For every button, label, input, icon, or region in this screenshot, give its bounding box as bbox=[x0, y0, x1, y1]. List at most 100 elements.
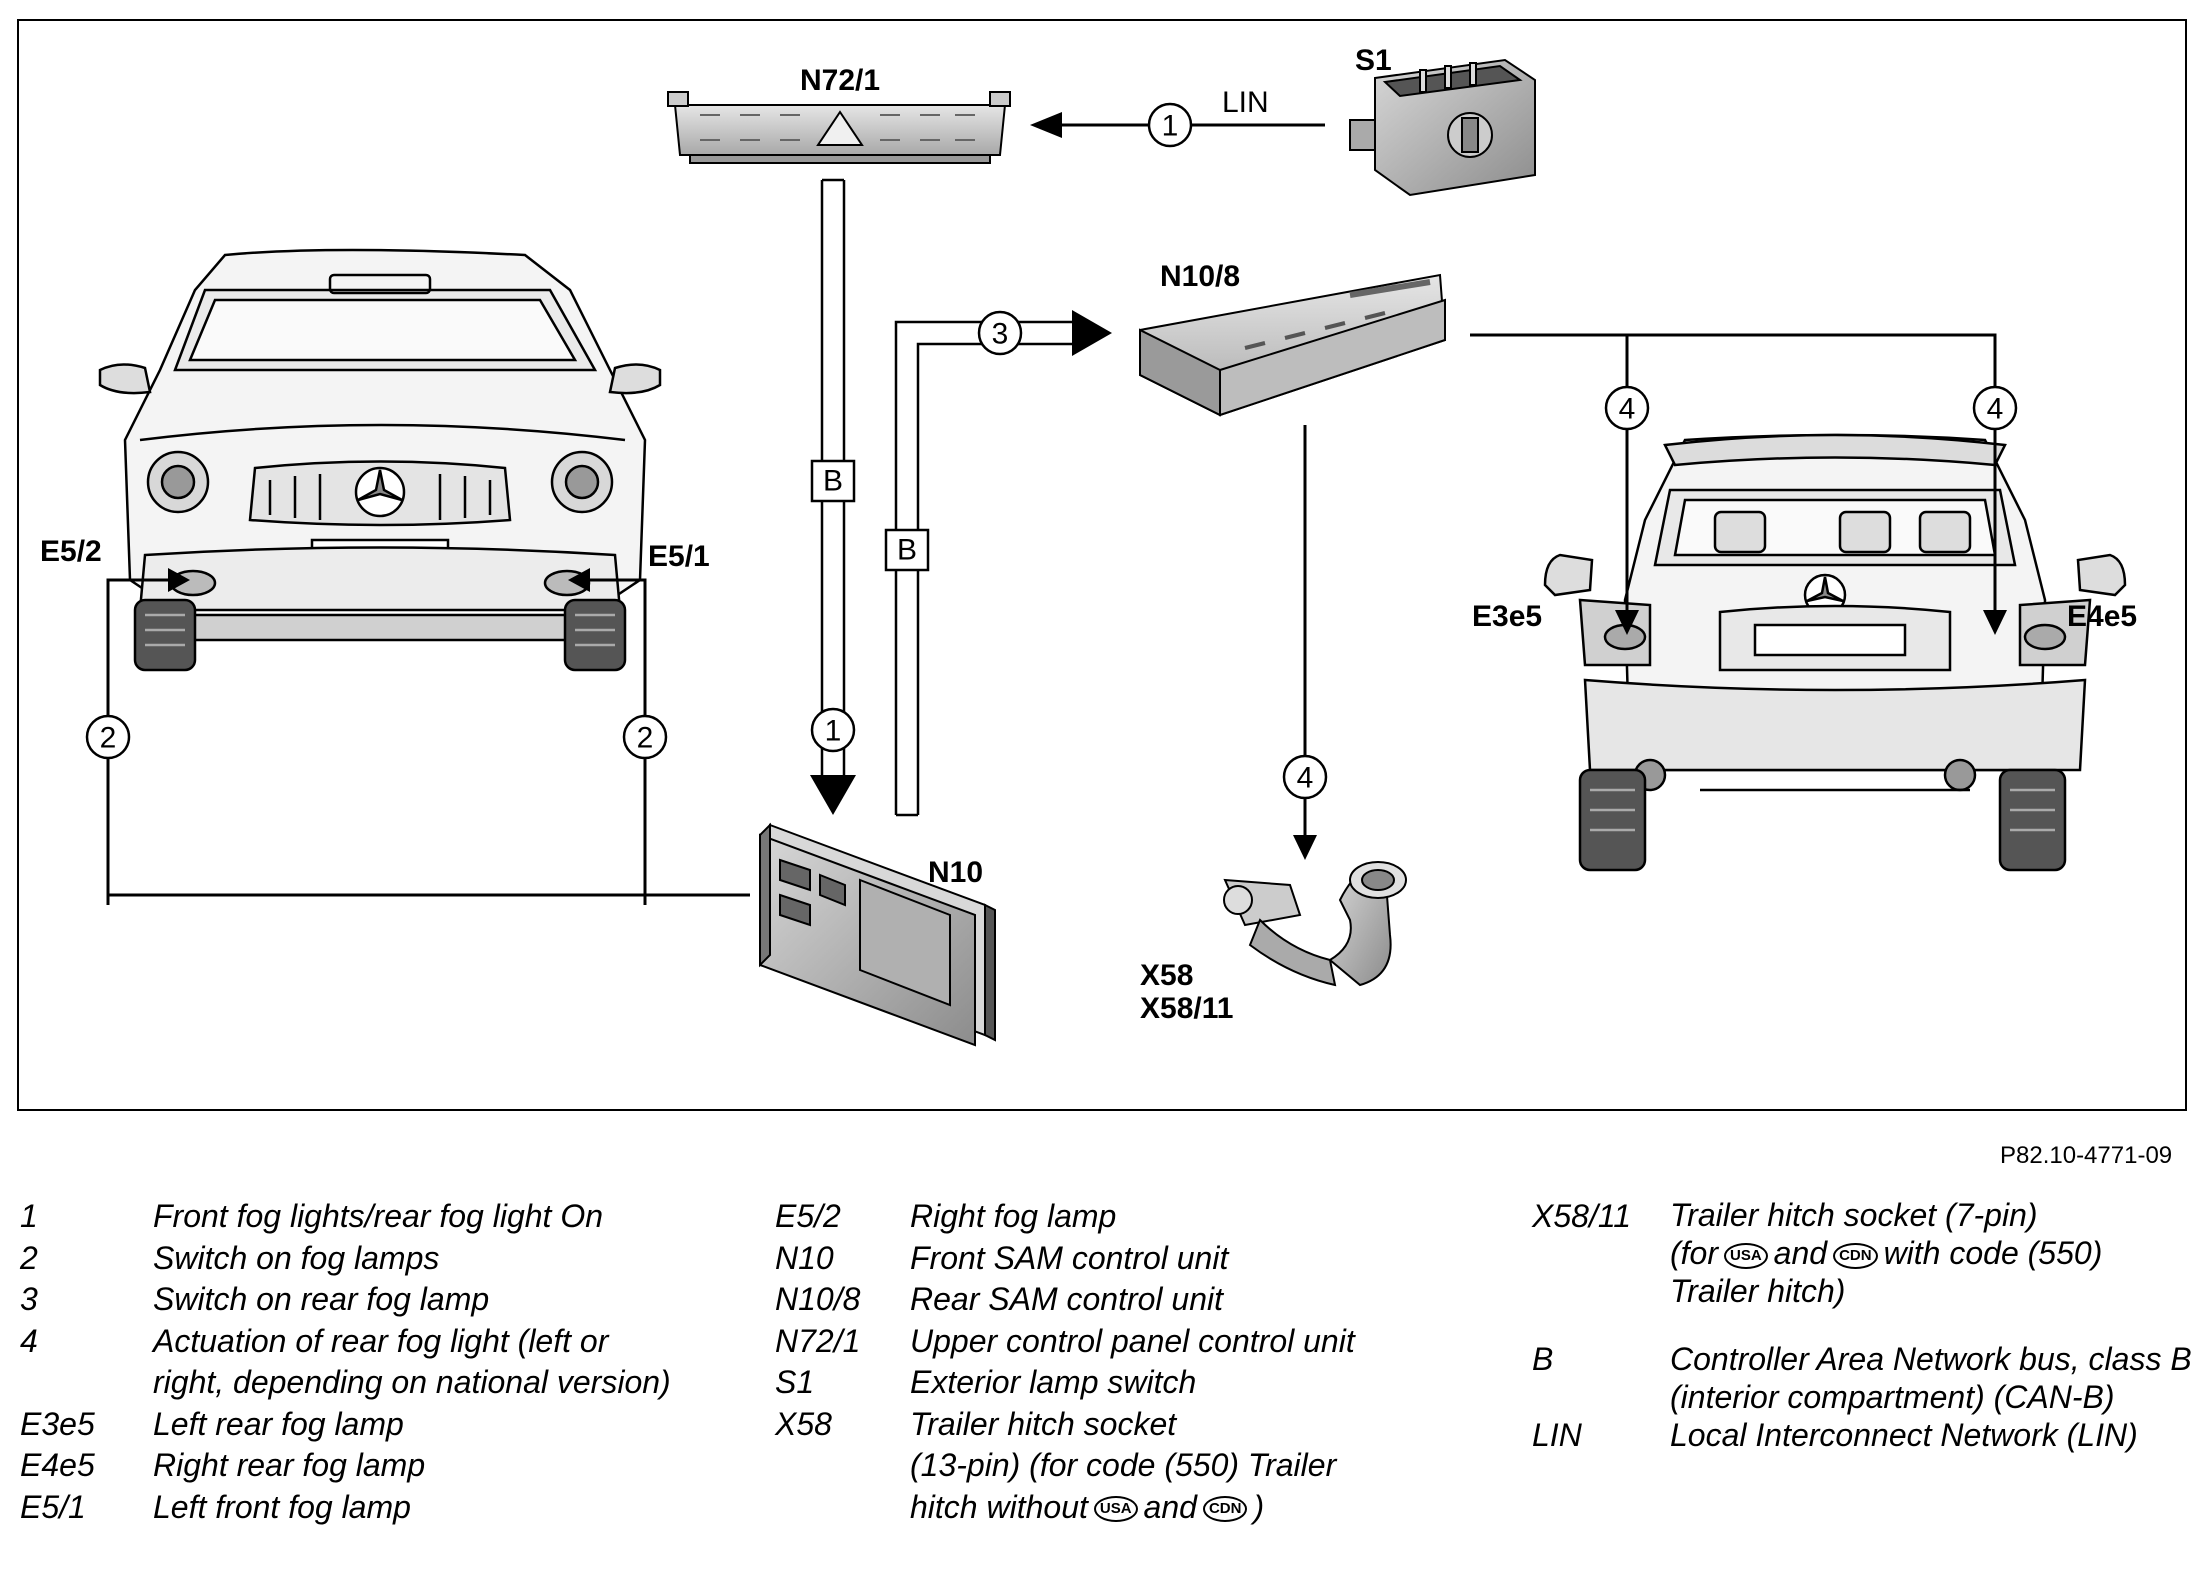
legend-text: Rear SAM control unit bbox=[910, 1281, 1224, 1317]
legend-text-line: ) bbox=[1253, 1488, 1265, 1525]
bus-b-label-1: B bbox=[823, 465, 843, 498]
circle-2-left bbox=[85, 714, 131, 760]
figure-reference: P82.10-4771-09 bbox=[2000, 1142, 2173, 1169]
legend-text: Front SAM control unit bbox=[910, 1239, 1229, 1276]
arrowheads bbox=[168, 112, 2007, 860]
legend-key: E3e5 bbox=[20, 1405, 95, 1442]
legend-text: Front fog lights/rear fog light On bbox=[153, 1198, 603, 1234]
legend-text-line: hitch without bbox=[910, 1488, 1088, 1525]
legend-item: E3e5 Left rear fog lamp bbox=[20, 1404, 680, 1446]
legend-key: E5/2 bbox=[775, 1198, 841, 1234]
label-lin: LIN bbox=[1222, 86, 1269, 119]
bus-arrow-to-n10-8 bbox=[1072, 310, 1112, 356]
label-n72-1: N72/1 bbox=[800, 64, 880, 97]
bus-arrow-to-n10 bbox=[810, 775, 856, 815]
legend-key: X58/11 bbox=[1532, 1198, 1632, 1234]
num-4-x58: 4 bbox=[1297, 762, 1314, 795]
num-1-lin: 1 bbox=[1162, 110, 1179, 143]
n10-module-illustration bbox=[759, 822, 996, 1047]
legend-key: E5/1 bbox=[20, 1488, 86, 1525]
circle-2-right bbox=[622, 714, 668, 760]
rear-car-illustration bbox=[1543, 433, 2127, 872]
legend-text: Left front fog lamp bbox=[153, 1488, 411, 1525]
legend-column-3: X58/11 Trailer hitch socket (7-pin) (for… bbox=[1532, 1196, 2197, 1454]
label-e5-2: E5/2 bbox=[40, 535, 102, 568]
legend-item: N10/8 Rear SAM control unit bbox=[775, 1279, 1495, 1321]
legend-item: E4e5 Right rear fog lamp bbox=[20, 1445, 680, 1487]
n10-8-module-illustration bbox=[1139, 273, 1447, 417]
circle-4-x58 bbox=[1282, 754, 1328, 800]
s1-switch-illustration bbox=[1349, 58, 1536, 197]
legend-key: 2 bbox=[20, 1239, 38, 1276]
legend-text: Trailer hitch socket (13-pin) (for code … bbox=[910, 1404, 1495, 1529]
legend-key: E4e5 bbox=[20, 1447, 95, 1483]
num-2-right: 2 bbox=[637, 722, 654, 755]
legend-text-line: (13-pin) (for code (550) Trailer bbox=[910, 1447, 1337, 1483]
legend-key: B bbox=[1532, 1341, 1554, 1377]
legend-text: Switch on fog lamps bbox=[153, 1239, 440, 1276]
n72-1-control-panel-illustration bbox=[667, 91, 1011, 164]
legend-text-line: Trailer hitch socket bbox=[910, 1405, 1177, 1442]
label-e3e5: E3e5 bbox=[1472, 600, 1542, 633]
legend-text-line: Trailer hitch) bbox=[1670, 1273, 1846, 1309]
bus-b-label-2: B bbox=[897, 534, 917, 567]
legend-text: Exterior lamp switch bbox=[910, 1364, 1197, 1400]
label-x58-11: X58/11 bbox=[1140, 992, 1233, 1025]
legend-text: Controller Area Network bus, class B (in… bbox=[1670, 1341, 2192, 1415]
circle-3 bbox=[977, 310, 1023, 356]
usa-badge-icon: USA bbox=[1093, 1496, 1138, 1523]
legend-text: Right fog lamp bbox=[910, 1198, 1117, 1234]
legend-column-2: E5/2 Right fog lamp N10 Front SAM control … bbox=[775, 1196, 1495, 1528]
legend-text-line: (for bbox=[1670, 1235, 1718, 1271]
num-4-left: 4 bbox=[1619, 393, 1636, 426]
legend-item: N10 Front SAM control unit bbox=[775, 1238, 1495, 1280]
legend-key: N72/1 bbox=[775, 1322, 861, 1359]
circle-1-lin bbox=[1147, 102, 1193, 148]
legend-text: Upper control panel control unit bbox=[910, 1322, 1355, 1359]
legend-item: X58/11 Trailer hitch socket (7-pin) (for… bbox=[1532, 1196, 2197, 1310]
legend-text-line: with code (550) bbox=[1883, 1235, 2103, 1271]
legend-item: E5/2 Right fog lamp bbox=[775, 1196, 1495, 1238]
cdn-badge-icon: CDN bbox=[1833, 1242, 1878, 1269]
label-n10-8: N10/8 bbox=[1160, 260, 1240, 293]
legend-text: Switch on rear fog lamp bbox=[153, 1281, 490, 1317]
legend-text: Right rear fog lamp bbox=[153, 1447, 426, 1483]
legend-item: 2 Switch on fog lamps bbox=[20, 1238, 680, 1280]
legend-text-line: Trailer hitch socket (7-pin) bbox=[1670, 1197, 2038, 1233]
label-e5-1: E5/1 bbox=[648, 540, 710, 573]
circle-4-right bbox=[1972, 385, 2018, 431]
label-x58: X58 bbox=[1140, 959, 1193, 992]
num-2-left: 2 bbox=[100, 722, 117, 755]
legend-key: 3 bbox=[20, 1281, 38, 1317]
num-3: 3 bbox=[992, 318, 1009, 351]
num-4-right: 4 bbox=[1987, 393, 2004, 426]
legend-text-line: and bbox=[1143, 1488, 1197, 1525]
label-s1: S1 bbox=[1355, 44, 1392, 77]
label-n10: N10 bbox=[928, 856, 983, 889]
legend-key: N10 bbox=[775, 1239, 834, 1276]
legend-item: B Controller Area Network bus, class B (i… bbox=[1532, 1340, 2197, 1416]
legend-text-line: and bbox=[1773, 1235, 1828, 1271]
legend-item: 1 Front fog lights/rear fog light On bbox=[20, 1196, 680, 1238]
legend-key: 4 bbox=[20, 1322, 38, 1359]
bus-b-box-vertical: B bbox=[810, 459, 856, 503]
legend-item: 4 Actuation of rear fog light (left or ri… bbox=[20, 1321, 680, 1404]
legend-text: Left rear fog lamp bbox=[153, 1405, 404, 1442]
bus-b-box-elbow: B bbox=[884, 528, 930, 572]
legend-text: Actuation of rear fog light (left or rig… bbox=[153, 1322, 671, 1401]
x58-trailer-socket-illustration bbox=[1223, 861, 1407, 987]
legend-key: N10/8 bbox=[775, 1281, 861, 1317]
legend-item: X58 Trailer hitch socket (13-pin) (for c… bbox=[775, 1404, 1495, 1529]
legend-key: 1 bbox=[20, 1198, 38, 1234]
legend-key: LIN bbox=[1532, 1417, 1582, 1453]
legend-item: N72/1 Upper control panel control unit bbox=[775, 1321, 1495, 1363]
legend-item: 3 Switch on rear fog lamp bbox=[20, 1279, 680, 1321]
usa-badge-icon: USA bbox=[1724, 1242, 1768, 1269]
num-1-bus: 1 bbox=[825, 715, 842, 748]
label-e4e5: E4e5 bbox=[2067, 600, 2137, 633]
